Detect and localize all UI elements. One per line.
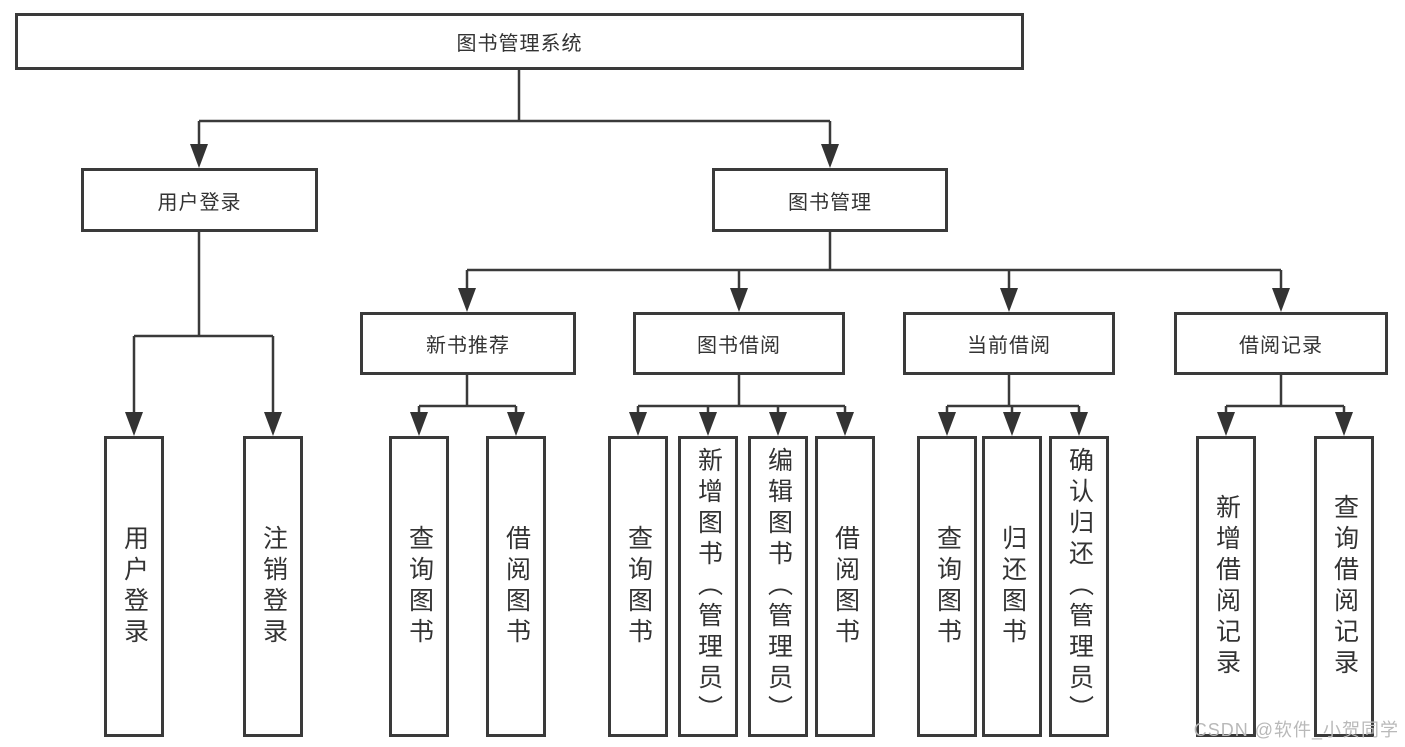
- node-book-borrowing: 图书借阅: [633, 312, 845, 375]
- arrow-down-icon: [769, 412, 787, 436]
- leaf-query-books: 查询图书: [608, 436, 668, 737]
- arrowhead-icons: [125, 144, 1353, 436]
- node-current-borrowing: 当前借阅: [903, 312, 1115, 375]
- connector-bookborrow-to-leaves: [636, 375, 847, 416]
- leaf-add-books-admin: 新增图书（管理员）: [678, 436, 738, 737]
- leaf-add-borrow-record: 新增借阅记录: [1196, 436, 1256, 737]
- csdn-watermark: CSDN @软件_小贺同学: [1193, 720, 1399, 740]
- leaf-edit-books-admin: 编辑图书（管理员）: [748, 436, 808, 737]
- arrow-down-icon: [836, 412, 854, 436]
- connector-bookmgmt-to-level3: [465, 232, 1283, 292]
- arrow-down-icon: [264, 412, 282, 436]
- leaf-query-books: 查询图书: [917, 436, 977, 737]
- connector-newbooks-to-leaves: [417, 375, 518, 416]
- arrow-down-icon: [1272, 288, 1290, 312]
- node-user-login: 用户登录: [81, 168, 318, 232]
- leaf-query-books: 查询图书: [389, 436, 449, 737]
- arrow-down-icon: [1003, 412, 1021, 436]
- arrow-down-icon: [699, 412, 717, 436]
- connector-borrowrec-to-leaves: [1224, 375, 1346, 416]
- arrow-down-icon: [1070, 412, 1088, 436]
- leaf-borrow-books: 借阅图书: [815, 436, 875, 737]
- arrow-down-icon: [1000, 288, 1018, 312]
- connector-root-to-level2: [197, 70, 832, 148]
- arrow-down-icon: [190, 144, 208, 168]
- arrow-down-icon: [629, 412, 647, 436]
- arrow-down-icon: [938, 412, 956, 436]
- leaf-logout: 注销登录: [243, 436, 303, 737]
- arrow-down-icon: [125, 412, 143, 436]
- connector-curborrow-to-leaves: [945, 375, 1081, 416]
- leaf-query-borrow-record: 查询借阅记录: [1314, 436, 1374, 737]
- arrow-down-icon: [507, 412, 525, 436]
- node-book-management: 图书管理: [712, 168, 948, 232]
- arrow-down-icon: [1217, 412, 1235, 436]
- leaf-return-books: 归还图书: [982, 436, 1042, 737]
- arrow-down-icon: [730, 288, 748, 312]
- node-root-system: 图书管理系统: [15, 13, 1024, 70]
- leaf-user-login: 用户登录: [104, 436, 164, 737]
- leaf-borrow-books: 借阅图书: [486, 436, 546, 737]
- arrow-down-icon: [821, 144, 839, 168]
- connector-lines: [132, 70, 1346, 416]
- node-borrow-records: 借阅记录: [1174, 312, 1388, 375]
- arrow-down-icon: [1335, 412, 1353, 436]
- node-new-book-recommend: 新书推荐: [360, 312, 576, 375]
- arrow-down-icon: [458, 288, 476, 312]
- connector-userlogin-to-leaves: [132, 232, 275, 416]
- leaf-confirm-return-admin: 确认归还（管理员）: [1049, 436, 1109, 737]
- arrow-down-icon: [410, 412, 428, 436]
